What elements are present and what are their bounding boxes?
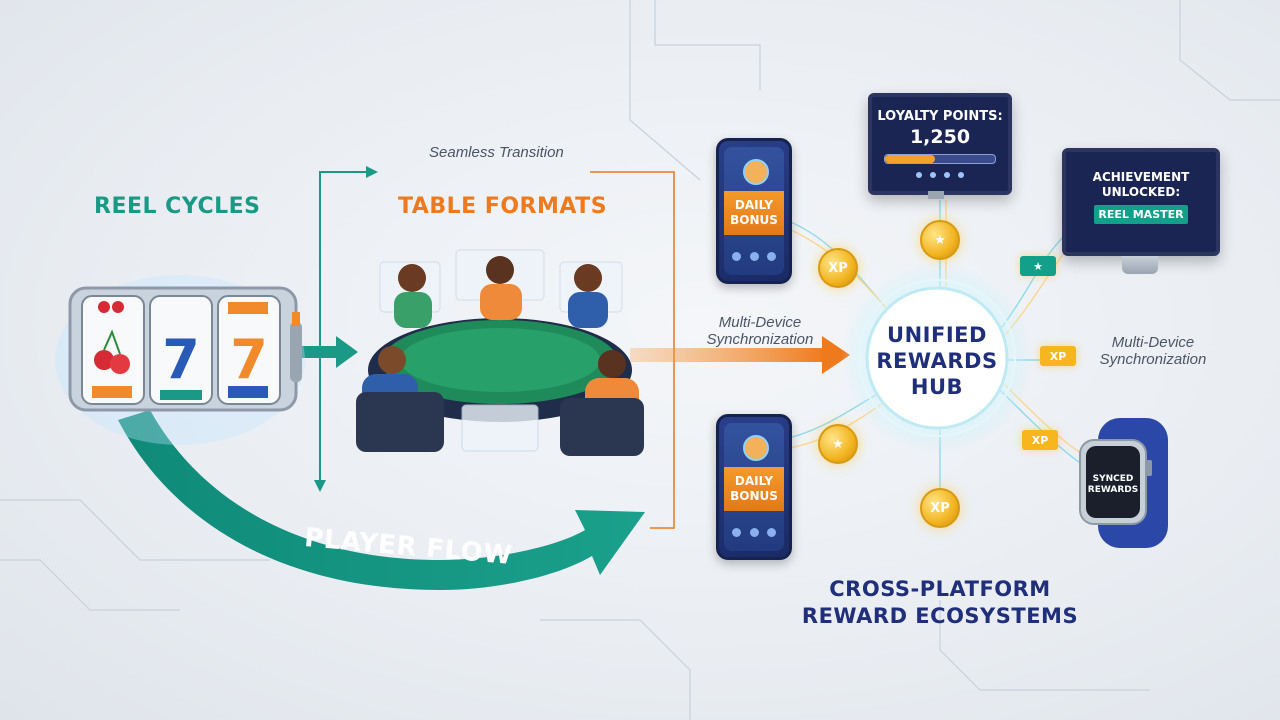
table-formats-label: TABLE FORMATS — [398, 194, 608, 219]
reel-to-table-arrow — [300, 336, 358, 368]
achievement-monitor: ACHIEVEMENT UNLOCKED: REEL MASTER — [1062, 148, 1220, 256]
avatar-icon — [743, 435, 769, 461]
loyalty-progress-fill — [885, 155, 935, 163]
hub-text: UNIFIED REWARDS HUB — [862, 322, 1012, 400]
smartwatch — [1079, 418, 1168, 548]
loyalty-title: LOYALTY POINTS: — [877, 109, 1003, 124]
slot-machine: 7 7 — [55, 275, 305, 445]
loyalty-dots — [872, 172, 1008, 178]
star-ticket-icon: ★ — [1020, 256, 1056, 276]
sync-caption-right-line1: Multi-Device — [1111, 334, 1195, 351]
sync-caption-left-line2: Synchronization — [706, 331, 814, 348]
cross-platform-line1: CROSS-PLATFORM — [829, 577, 1051, 601]
reel-cycles-label: REEL CYCLES — [94, 194, 261, 219]
watch-line1: SYNCED — [1092, 474, 1134, 484]
loyalty-value: 1,250 — [909, 126, 971, 148]
avatar-icon — [743, 159, 769, 185]
svg-text:7: 7 — [230, 328, 268, 391]
xp-ticket-icon: XP — [1022, 430, 1058, 450]
xp-coin-icon: XP — [920, 488, 960, 528]
loyalty-progress-track — [884, 154, 996, 164]
sync-caption-right-line2: Synchronization — [1099, 351, 1207, 368]
achievement-badge: REEL MASTER — [1094, 205, 1188, 224]
seamless-transition-caption: Seamless Transition — [429, 144, 564, 161]
daily-bonus-top-line1: DAILY — [734, 198, 774, 212]
watch-line2: REWARDS — [1087, 485, 1139, 495]
xp-ticket-icon: XP — [1040, 346, 1076, 366]
achievement-line1: ACHIEVEMENT — [1092, 170, 1190, 184]
table-to-hub-arrow — [630, 336, 850, 374]
poker-table — [356, 249, 644, 456]
daily-bonus-bottom-line1: DAILY — [734, 474, 774, 488]
cross-platform-line2: REWARD ECOSYSTEMS — [801, 604, 1079, 628]
cross-platform-heading: CROSS-PLATFORM REWARD ECOSYSTEMS — [790, 576, 1090, 630]
star-coin-icon: ★ — [818, 424, 858, 464]
svg-text:7: 7 — [162, 328, 200, 391]
sync-caption-left: Multi-Device Synchronization — [695, 314, 825, 348]
seamless-transition-bracket — [314, 166, 378, 492]
unified-rewards-hub — [842, 263, 1032, 453]
achievement-stand — [1122, 256, 1158, 274]
phone-bottom-nav — [732, 528, 776, 537]
hub-text-line2: REWARDS — [876, 349, 998, 373]
player-flow-arrow — [118, 410, 645, 590]
daily-bonus-bottom-line2: BONUS — [730, 489, 778, 503]
hub-text-line3: HUB — [910, 375, 964, 399]
watch-screen-text: SYNCED REWARDS — [1086, 474, 1140, 496]
daily-bonus-top-line2: BONUS — [730, 213, 778, 227]
xp-coin-icon: XP — [818, 248, 858, 288]
hub-text-line1: UNIFIED — [887, 323, 987, 347]
loyalty-points-panel: LOYALTY POINTS: 1,250 — [868, 93, 1012, 195]
phone-top-nav — [732, 252, 776, 261]
star-coin-icon: ★ — [920, 220, 960, 260]
sync-caption-left-line1: Multi-Device — [718, 314, 802, 331]
achievement-line2: UNLOCKED: — [1101, 185, 1181, 199]
sync-caption-right: Multi-Device Synchronization — [1088, 334, 1218, 368]
loyalty-stand — [928, 191, 944, 199]
